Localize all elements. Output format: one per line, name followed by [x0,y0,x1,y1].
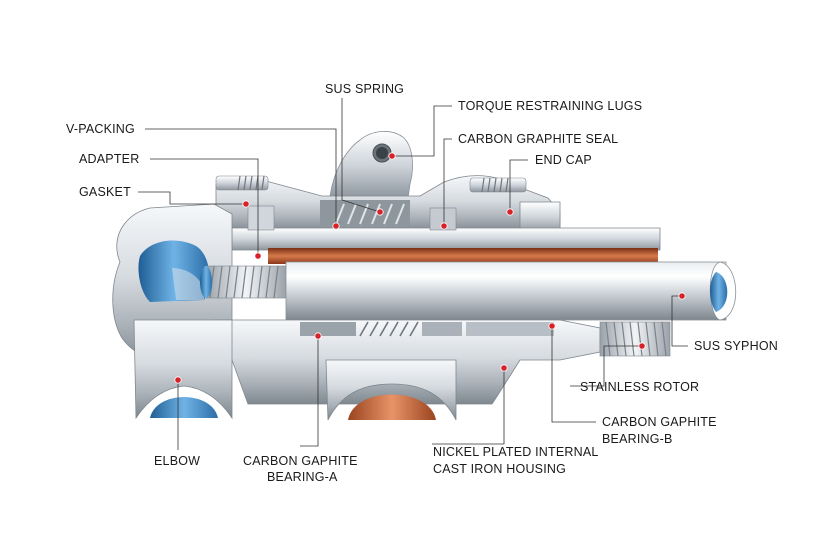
callout-labels: SUS SPRING TORQUE RESTRAINING LUGS V-PAC… [66,82,778,484]
leader-stainless-rotor [570,345,642,387]
leader-lines [138,98,688,450]
label-bearing-b-line1: CARBON GAPHITE [602,415,717,429]
machine-body [112,131,737,421]
marker-v-packing [332,222,340,230]
label-sus-spring: SUS SPRING [325,82,404,96]
label-stainless-rotor: STAINLESS ROTOR [580,380,699,394]
lower-bearing-b [466,322,554,336]
torque-lug-body [329,131,413,199]
marker-carbon-seal [440,222,448,230]
label-end-cap: END CAP [535,153,592,167]
marker-dots [174,152,686,384]
leader-bearing-a [300,336,319,447]
right-bolt [469,177,527,193]
leader-end-cap [509,159,528,212]
label-carbon-graphite-seal: CARBON GRAPHITE SEAL [458,132,618,146]
label-adapter: ADAPTER [79,152,139,166]
elbow-leg [133,319,233,420]
label-bearing-a-line1: CARBON GAPHITE [243,454,358,468]
leader-carbon-seal [443,138,452,226]
marker-torque-lugs [388,152,396,160]
outer-sleeve [231,227,661,251]
label-gasket: GASKET [79,185,131,199]
leader-sus-syphon [671,295,688,347]
leader-sus-spring [341,98,381,213]
marker-end-cap [506,208,514,216]
rotor-thread [599,321,671,357]
label-housing-line2: CAST IRON HOUSING [433,462,566,476]
leader-adapter [150,158,259,256]
v-packing-block [247,205,275,231]
lower-spring [359,321,419,337]
end-cap-ring [519,201,561,233]
marker-stainless-rotor [638,342,646,350]
housing-leg-opening [348,394,436,420]
leader-torque-lugs [392,105,452,157]
label-v-packing: V-PACKING [66,122,135,136]
label-bearing-b-line2: BEARING-B [602,432,673,446]
marker-housing [500,364,508,372]
marker-adapter [254,252,262,260]
copper-sleeve [268,248,658,264]
sus-spring-coils [335,203,405,225]
marker-bearing-b [548,322,556,330]
leader-housing [432,368,505,445]
leader-bearing-b [551,326,596,423]
label-bearing-a-line2: BEARING-A [267,470,338,484]
lower-bearing-a [300,322,356,336]
carbon-seal-block [429,207,457,231]
label-torque-restraining-lugs: TORQUE RESTRAINING LUGS [458,99,642,113]
elbow-leg-opening [150,397,218,418]
left-bolt [215,175,269,191]
leader-gasket [138,191,246,205]
marker-bearing-a [314,332,322,340]
label-sus-syphon: SUS SYPHON [694,339,778,353]
adapter-thread [200,265,287,299]
marker-elbow [174,376,182,384]
marker-sus-syphon [678,292,686,300]
syphon-pipe [285,261,727,321]
housing-leg [325,359,457,421]
label-elbow: ELBOW [154,454,200,468]
marker-sus-spring [376,208,384,216]
leader-v-packing [145,128,337,226]
marker-gasket [242,200,250,208]
label-housing-line1: NICKEL PLATED INTERNAL [433,445,599,459]
